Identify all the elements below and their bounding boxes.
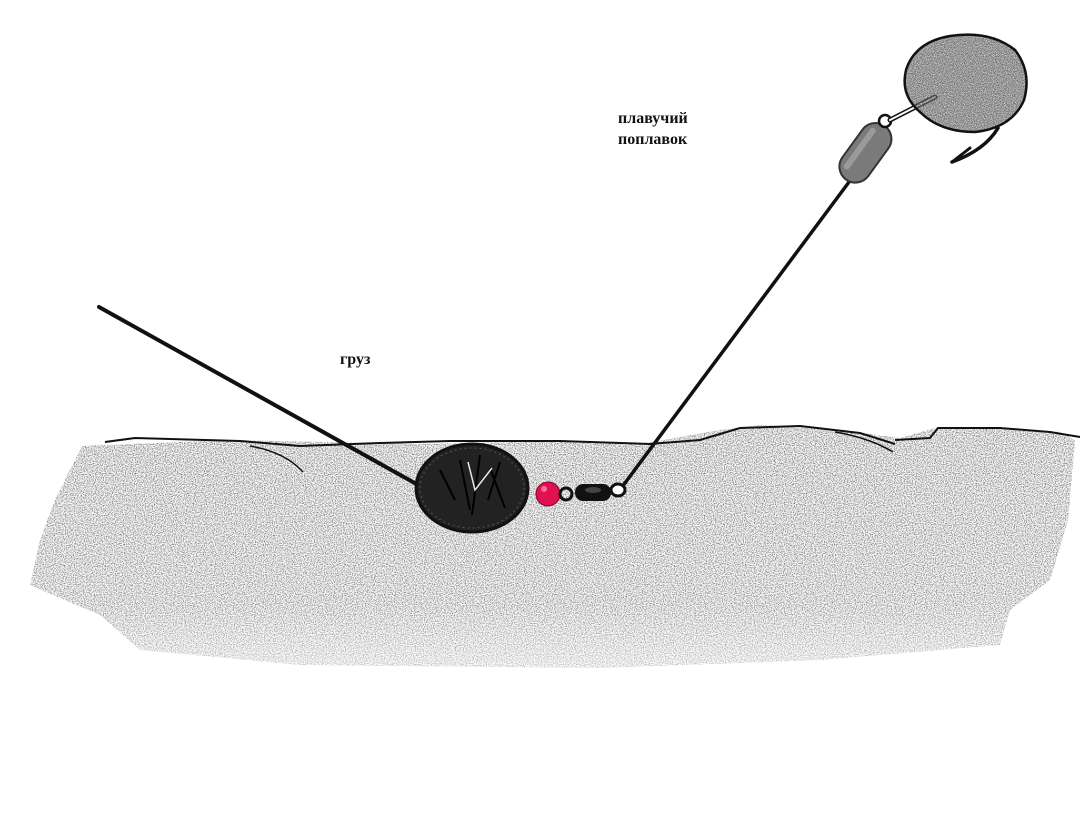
sand-texture (30, 425, 1075, 668)
swivel-icon (558, 482, 627, 502)
float-label-line-2: поплавок (618, 131, 688, 148)
bait-ball-icon (903, 33, 1028, 134)
float-icon (838, 113, 893, 184)
leader-line (620, 176, 854, 489)
sand-ridge (834, 431, 894, 453)
bead-highlight (541, 486, 547, 492)
sand-bottom (30, 424, 1081, 668)
bead-icon (535, 481, 561, 507)
sand-ridge (249, 445, 304, 473)
sand-surface-line (104, 424, 1081, 448)
float-label: плавучий поплавок (618, 108, 688, 150)
float-label-line-1: плавучий (618, 110, 688, 127)
main-line (97, 305, 422, 488)
sinker-weight-icon (414, 442, 530, 534)
weight-label: груз (340, 351, 371, 368)
